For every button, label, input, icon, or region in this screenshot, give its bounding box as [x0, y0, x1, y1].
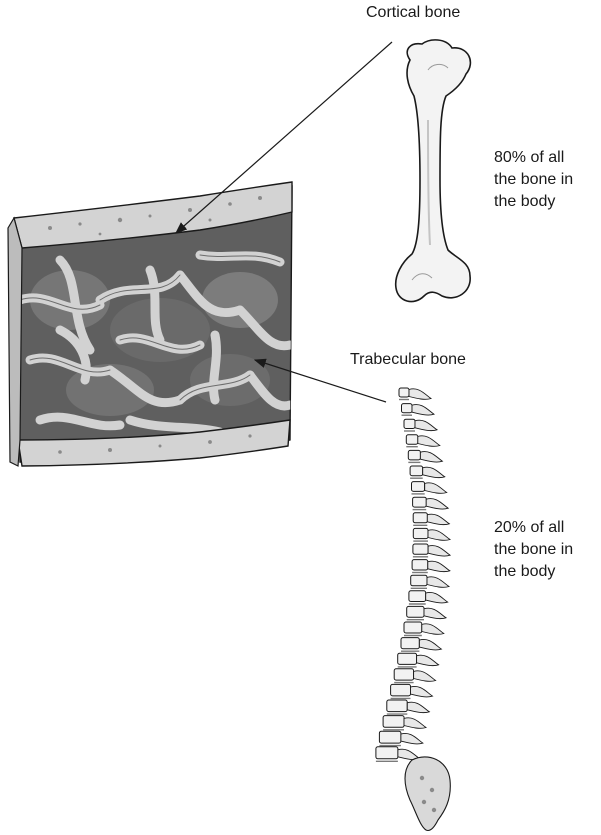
vertebra: [413, 528, 428, 538]
vertebra: [379, 731, 401, 743]
spinous-process: [427, 577, 449, 587]
vertebra: [391, 684, 411, 696]
vertebra: [413, 497, 427, 507]
trabecular-share-text: 20% of all the bone in the body: [494, 517, 573, 583]
spinous-process: [426, 499, 448, 509]
vertebra: [387, 700, 407, 712]
vertebra: [412, 482, 425, 492]
spine-illustration: [376, 388, 450, 831]
spinous-process: [401, 733, 423, 743]
spinous-process: [417, 655, 439, 665]
femur-illustration: [396, 40, 471, 302]
vertebra: [407, 606, 424, 617]
spinous-process: [404, 718, 426, 728]
spinous-process: [423, 467, 445, 477]
sacral-foramen: [422, 800, 426, 804]
vertebra: [376, 747, 398, 759]
sacral-foramen: [420, 776, 424, 780]
trabecular-share-line-1: 20% of all: [494, 517, 573, 539]
spinous-process: [409, 389, 431, 399]
vertebra: [411, 575, 427, 586]
cortical-bone-label: Cortical bone: [366, 2, 460, 24]
cortical-share-line-3: the body: [494, 191, 573, 213]
vertebra: [394, 669, 413, 680]
trabecular-share-line-2: the bone in: [494, 539, 573, 561]
spinous-process: [425, 483, 447, 493]
trabecular-share-line-3: the body: [494, 561, 573, 583]
spinous-process: [428, 546, 450, 556]
spinous-process: [422, 624, 444, 634]
vertebra: [401, 638, 419, 649]
vertebra: [408, 450, 420, 460]
vertebra: [399, 388, 409, 397]
vertebra: [398, 653, 417, 664]
sacral-foramen: [430, 788, 434, 792]
vertebra: [409, 591, 426, 602]
spinous-process: [424, 608, 446, 618]
spinous-process: [414, 671, 436, 681]
cortical-share-line-1: 80% of all: [494, 147, 573, 169]
vertebra: [406, 435, 418, 444]
spinous-process: [420, 452, 442, 462]
vertebra: [383, 716, 404, 728]
spinous-process: [426, 592, 448, 602]
vertebra: [410, 466, 423, 476]
spinous-process: [407, 702, 429, 712]
sacral-foramen: [432, 808, 436, 812]
bone-cross-section: [8, 182, 292, 466]
vertebra: [404, 419, 415, 428]
cortical-share-text: 80% of all the bone in the body: [494, 147, 573, 213]
vertebra: [412, 560, 428, 570]
trabecular-bone-label: Trabecular bone: [350, 349, 466, 371]
cortical-share-line-2: the bone in: [494, 169, 573, 191]
spinous-process: [428, 561, 450, 571]
spinous-process: [418, 436, 440, 446]
sacrum: [405, 757, 450, 831]
vertebra: [402, 404, 413, 413]
vertebra: [413, 544, 428, 554]
spinous-process: [411, 686, 433, 696]
spinous-process: [427, 514, 449, 524]
vertebra: [413, 513, 427, 523]
vertebra: [404, 622, 422, 633]
spinous-process: [415, 420, 437, 430]
spinous-process: [412, 405, 434, 415]
spinous-process: [428, 530, 450, 540]
spinous-process: [419, 639, 441, 649]
